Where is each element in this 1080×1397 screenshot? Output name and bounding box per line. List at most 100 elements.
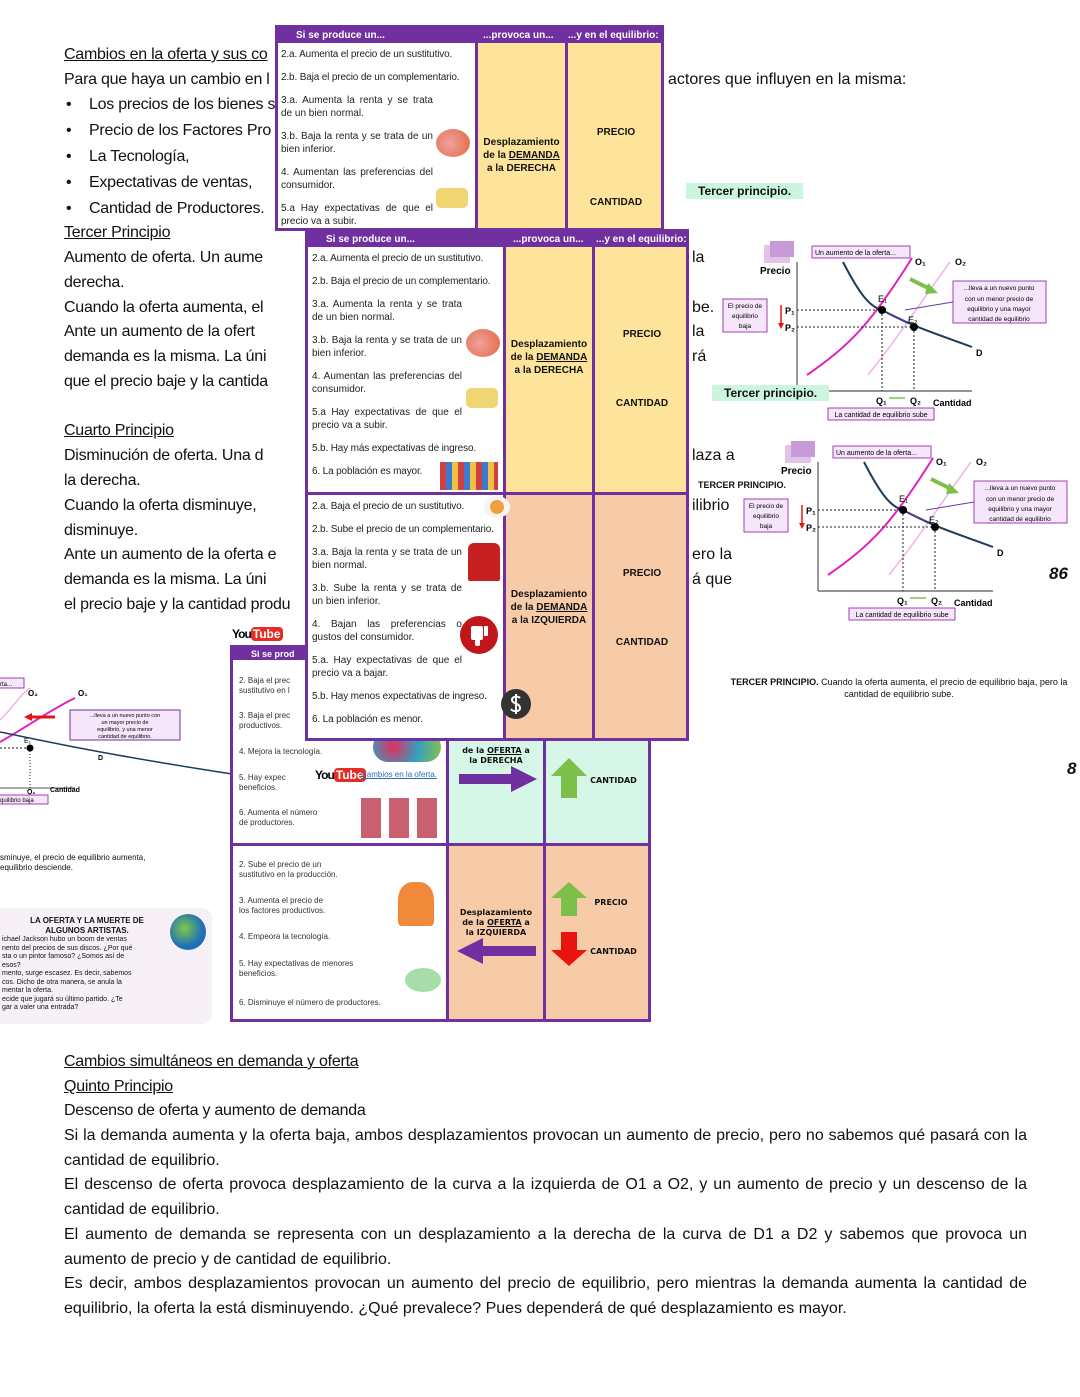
thumbs-down-icon bbox=[460, 616, 498, 654]
quantity-label: CANTIDAD bbox=[590, 776, 637, 785]
cause-item: sustitutivo en la producción. bbox=[239, 870, 338, 879]
callout-text: El precio de bbox=[728, 303, 763, 310]
body-line: derecha. bbox=[64, 274, 125, 291]
callout-text: ...lleva a un nuevo punto bbox=[964, 285, 1035, 292]
cause-item: 5.a Hay expectativas de que el precio va… bbox=[281, 203, 433, 227]
box-line: cos. Dicho de otra manera, se anula la bbox=[2, 978, 122, 986]
cause-item: 2.a. Aumenta el precio de un sustitutivo… bbox=[281, 49, 453, 60]
bullet-item: La Tecnología, bbox=[64, 147, 190, 167]
cause-list: 2.a. Aumenta el precio de un sustitutivo… bbox=[312, 247, 500, 483]
header-effect: ...provoca un... bbox=[483, 30, 554, 41]
intro-text-right: actores que influyen en la misma: bbox=[668, 71, 907, 88]
callout-text: equilibrio bbox=[753, 513, 779, 520]
body-line: Cuando la oferta aumenta, el bbox=[64, 299, 264, 316]
equilibrium-cell: PRECIO CANTIDAD bbox=[592, 495, 686, 738]
crowd-image bbox=[440, 462, 498, 490]
callout-text: equilibrio y una mayor bbox=[988, 506, 1052, 513]
box-line: ecide que jugará su último partido. ¿Te bbox=[2, 995, 123, 1003]
page-number: 86 bbox=[1049, 564, 1068, 583]
label-o1: O₁ bbox=[915, 257, 926, 267]
money-icon bbox=[770, 241, 794, 257]
callout-box bbox=[973, 480, 1068, 524]
price-down-arrowhead bbox=[799, 523, 805, 529]
callout-text: rta... bbox=[0, 682, 12, 688]
body-line: Ante un aumento de la ofert bbox=[64, 323, 255, 340]
callout-text: cantidad de equilibrio bbox=[968, 316, 1030, 323]
callout-box bbox=[827, 407, 935, 421]
shift-arrowhead bbox=[24, 713, 32, 721]
label-q1: Q₁ bbox=[897, 596, 908, 606]
body-line: disminuye. bbox=[64, 522, 138, 539]
cause-item: 5.b. Hay menos expectativas de ingreso. bbox=[312, 691, 487, 702]
cause-item: beneficios. bbox=[239, 783, 278, 792]
arrow-right-icon bbox=[459, 766, 537, 792]
tshirt-image bbox=[468, 543, 500, 581]
body-line-right: laza a bbox=[692, 447, 735, 464]
cause-item: productivos. bbox=[239, 721, 283, 730]
callout-text: equilibrio y una mayor bbox=[967, 306, 1031, 313]
callout-box bbox=[832, 445, 932, 459]
third-principle-tag: Tercer principio. bbox=[712, 385, 830, 401]
cause-item: 6. La población es mayor. bbox=[312, 466, 423, 477]
cause-item: 2.a. Aumenta el precio de un sustitutivo… bbox=[312, 253, 484, 264]
body-line: demanda es la misma. La úni bbox=[64, 348, 267, 365]
quantity-label: CANTIDAD bbox=[615, 398, 669, 409]
callout-box bbox=[811, 245, 911, 259]
callout-box bbox=[743, 498, 789, 533]
caption-bold: TERCER PRINCIPIO. bbox=[730, 677, 819, 687]
cause-item: sustitutivo en l bbox=[239, 686, 290, 695]
bullet-item: Cantidad de Productores. bbox=[64, 199, 265, 219]
cause-list: 2. Sube el precio de un sustitutivo en l… bbox=[233, 846, 446, 1019]
equilibrium-cell: PRECIO CANTIDAD bbox=[565, 43, 661, 228]
cause-item: 4. Mejora la tecnología. bbox=[239, 747, 323, 756]
body-line: la derecha. bbox=[64, 472, 141, 489]
price-label: PRECIO bbox=[594, 898, 628, 907]
price-label: PRECIO bbox=[622, 329, 662, 340]
callout-text: La cantidad de equilibrio sube bbox=[855, 612, 948, 619]
label-p1: P₁ bbox=[785, 306, 795, 316]
quantity-label: CANTIDAD bbox=[615, 637, 669, 648]
callout-text: baja bbox=[739, 323, 752, 330]
caption-line: sminuye, el precio de equilibrio aumenta… bbox=[0, 853, 146, 862]
box-line: ichael Jackson hubo un boom de ventas bbox=[2, 936, 127, 943]
equilibrium-cell: PRECIO CANTIDAD bbox=[592, 247, 686, 494]
arrow-left-icon bbox=[457, 938, 536, 964]
cause-item: 2.a. Baja el precio de un sustitutivo. bbox=[312, 501, 465, 512]
header-cause: Si se prod bbox=[251, 649, 295, 659]
worker-image bbox=[398, 882, 434, 926]
fifth-subtitle: Descenso de oferta y aumento de demanda bbox=[64, 1102, 366, 1119]
chart-third-principle-1: Precio E₁ E₂ P₁ P₂ Q₁ Q₂ Cantidad D O₁ O… bbox=[700, 235, 1080, 435]
label-o2: O₂ bbox=[955, 257, 966, 267]
caption-line: equilibrio desciende. bbox=[0, 863, 73, 872]
equilibrium-cell: PRECIO CANTIDAD bbox=[543, 846, 648, 1019]
youtube-link[interactable]: Cambios en la oferta. bbox=[361, 770, 438, 779]
cause-item: 3.b. Baja la renta y se trata de un bien… bbox=[281, 131, 433, 155]
shops-image bbox=[361, 798, 441, 838]
x-axis-label: Cantidad bbox=[933, 398, 972, 408]
simultaneous-heading: Cambios simultáneos en demanda y oferta bbox=[64, 1053, 359, 1070]
label-o1: O₁ bbox=[936, 457, 947, 467]
cause-list: 2.a. Aumenta el precio de un sustitutivo… bbox=[281, 43, 471, 228]
quantity-label: CANTIDAD bbox=[589, 197, 643, 208]
callout-text: equilibrio, y una menor bbox=[97, 727, 153, 733]
body-line-right: rá bbox=[692, 348, 707, 365]
cause-list: 2.a. Baja el precio de un sustitutivo.2.… bbox=[312, 495, 500, 731]
box-line: gar a valer una entrada? bbox=[2, 1004, 79, 1011]
arrow-e1-e2 bbox=[887, 312, 906, 322]
supply-curve-o2 bbox=[888, 461, 972, 576]
callout-box bbox=[69, 709, 181, 741]
callout-box bbox=[952, 280, 1047, 324]
label-q1: Q₁ bbox=[27, 789, 35, 796]
cause-item: 2. Baja el prec bbox=[239, 676, 291, 685]
box-line: esos? bbox=[2, 961, 21, 969]
cause-item: 3.a. Aumenta la renta y se trata de un b… bbox=[312, 299, 462, 323]
callout-text: quilibrio baja bbox=[0, 798, 34, 804]
label-e1: E₁ bbox=[24, 738, 32, 745]
body-line: Ante un aumento de la oferta e bbox=[64, 546, 277, 563]
